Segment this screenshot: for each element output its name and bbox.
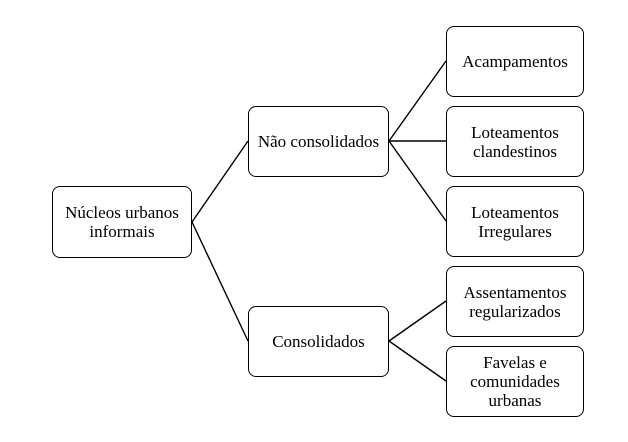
node-acampamentos: Acampamentos <box>446 26 584 97</box>
node-assentamentos-regularizados: Assentamentos regularizados <box>446 266 584 337</box>
connector-nao-consolidados-to-acampamentos <box>388 60 447 142</box>
node-loteamentos-clandestinos: Loteamentos clandestinos <box>446 106 584 177</box>
connector-nao-consolidados-to-loteamentos-irregulares <box>388 140 447 222</box>
node-nao-consolidados: Não consolidados <box>248 106 389 177</box>
node-consolidados: Consolidados <box>248 306 389 377</box>
connector-consolidados-to-favelas <box>388 340 447 382</box>
connector-root-to-nao-consolidados <box>191 140 249 223</box>
node-favelas-e-comunidades-urbanas: Favelas e comunidades urbanas <box>446 346 584 417</box>
node-nucleos-urbanos-informais: Núcleos urbanos informais <box>52 186 192 258</box>
node-loteamentos-irregulares: Loteamentos Irregulares <box>446 186 584 257</box>
connector-root-to-consolidados <box>191 221 249 342</box>
connector-consolidados-to-assentamentos <box>388 300 447 342</box>
